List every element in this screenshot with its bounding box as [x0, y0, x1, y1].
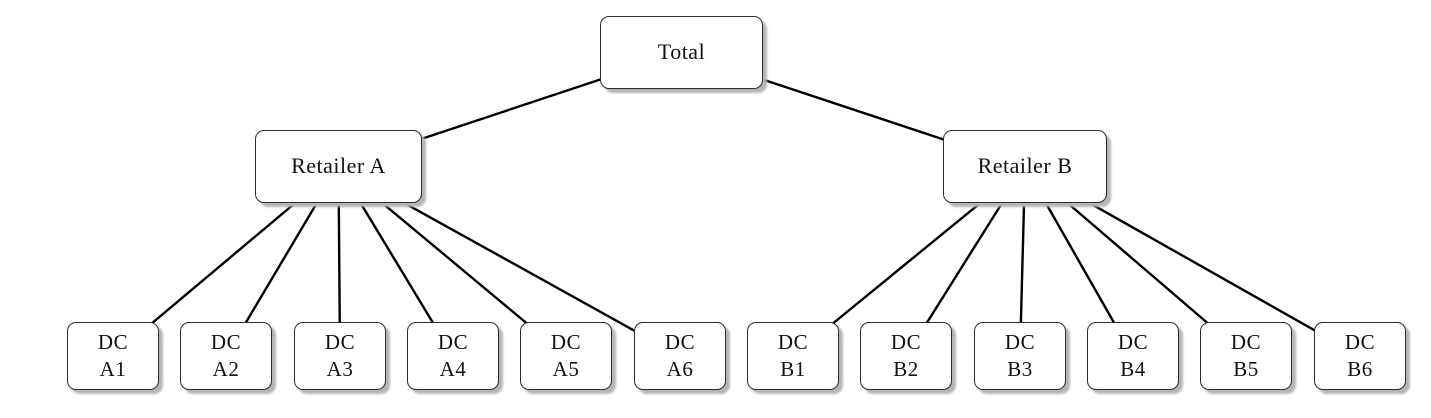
node-retailer-a-label: Retailer A [291, 153, 386, 179]
node-dc-b6-line2: B6 [1347, 356, 1373, 381]
node-dc-b2: DC B2 [860, 322, 952, 390]
node-dc-b1-line1: DC [777, 330, 809, 355]
node-dc-a1: DC A1 [67, 322, 159, 390]
node-dc-a4: DC A4 [407, 322, 499, 390]
node-dc-a3-line1: DC [324, 330, 356, 355]
node-dc-a1-line1: DC [97, 330, 129, 355]
node-dc-a3: DC A3 [294, 322, 386, 390]
node-dc-a3-line2: A3 [326, 356, 354, 381]
node-dc-b6-line1: DC [1344, 330, 1376, 355]
node-dc-b2-line2: B2 [893, 356, 919, 381]
node-dc-a5: DC A5 [520, 322, 612, 390]
node-dc-a1-line2: A1 [99, 356, 127, 381]
node-dc-a5-line2: A5 [552, 356, 580, 381]
node-dc-b3-line2: B3 [1007, 356, 1033, 381]
node-dc-a5-line1: DC [550, 330, 582, 355]
node-dc-b2-line1: DC [890, 330, 922, 355]
node-dc-a4-line2: A4 [439, 356, 467, 381]
node-dc-b6: DC B6 [1314, 322, 1406, 390]
node-dc-b3: DC B3 [974, 322, 1066, 390]
node-dc-b5-line1: DC [1230, 330, 1262, 355]
node-total-label: Total [657, 39, 706, 65]
node-dc-b5: DC B5 [1200, 322, 1292, 390]
node-dc-a6-line1: DC [664, 330, 696, 355]
node-retailer-b-label: Retailer B [977, 153, 1073, 179]
node-retailer-a: Retailer A [255, 130, 422, 203]
node-dc-b4: DC B4 [1087, 322, 1179, 390]
node-dc-b3-line1: DC [1004, 330, 1036, 355]
node-dc-b4-line2: B4 [1120, 356, 1146, 381]
node-dc-b1-line2: B1 [780, 356, 806, 381]
node-dc-a2-line1: DC [210, 330, 242, 355]
node-retailer-b: Retailer B [943, 130, 1107, 203]
node-total: Total [600, 16, 763, 89]
node-dc-a6-line2: A6 [666, 356, 694, 381]
node-dc-a6: DC A6 [634, 322, 726, 390]
node-dc-b4-line1: DC [1117, 330, 1149, 355]
node-dc-b5-line2: B5 [1233, 356, 1259, 381]
node-dc-a4-line1: DC [437, 330, 469, 355]
node-dc-a2-line2: A2 [212, 356, 240, 381]
node-dc-a2: DC A2 [180, 322, 272, 390]
node-dc-b1: DC B1 [747, 322, 839, 390]
